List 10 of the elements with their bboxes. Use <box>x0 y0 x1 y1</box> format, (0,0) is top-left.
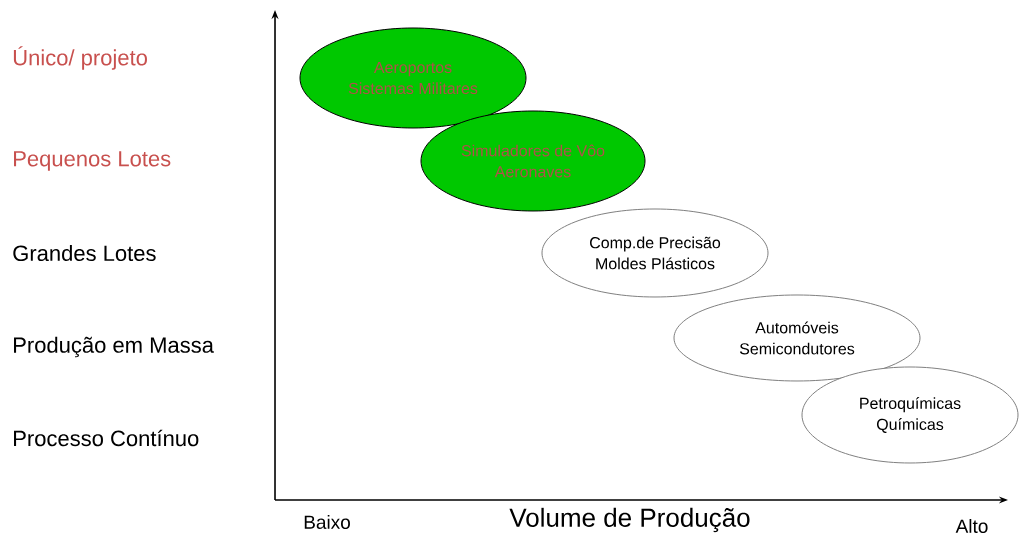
axis-label: Baixo <box>304 515 350 529</box>
node-label: Químicas <box>876 418 944 433</box>
row-label: Pequenos Lotes <box>14 151 171 171</box>
node-label: Petroquímicas <box>860 397 961 413</box>
row-label: Processo Contínuo <box>14 429 199 447</box>
axis-label: Alto <box>955 519 988 533</box>
row-label: Grandes Lotes <box>13 244 156 262</box>
row-label: Produção em Massa <box>14 336 214 358</box>
row-label: Único/ projeto <box>13 46 147 70</box>
axis-title: Volume de Produção <box>509 507 750 533</box>
